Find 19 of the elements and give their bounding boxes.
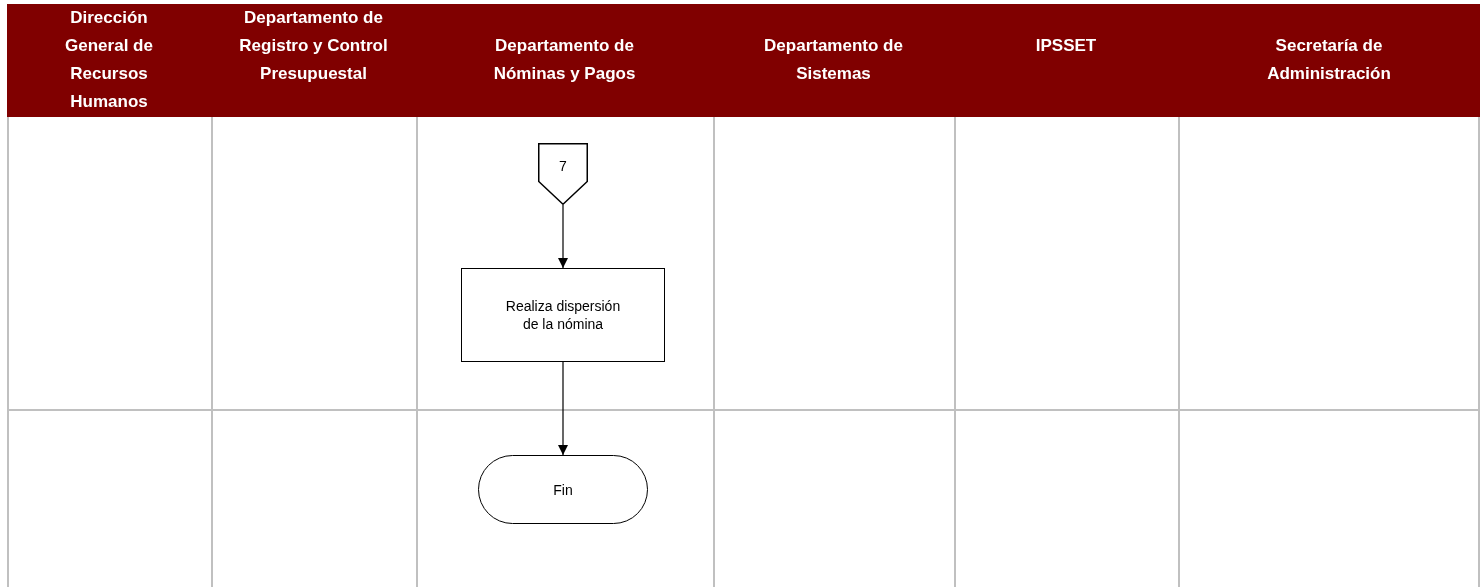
swimlane xyxy=(7,4,211,587)
shape-label: Fin xyxy=(553,480,573,499)
process-box xyxy=(461,268,665,362)
lane-header: Secretaría de Administración xyxy=(1266,35,1392,85)
swimlane xyxy=(1178,4,1480,587)
arrow xyxy=(558,361,568,456)
lane-header: Dirección General de Recursos Humanos xyxy=(64,7,154,113)
arrow xyxy=(558,204,568,269)
lane-header: Departamento de Registro y Control Presupuestal xyxy=(238,7,389,85)
swimlane xyxy=(713,4,954,587)
swimlane xyxy=(416,4,713,587)
lane-header: IPSSET xyxy=(1034,35,1098,57)
lane-header: Departamento de Sistemas xyxy=(763,35,904,85)
shape-label: Realiza dispersión de la nómina xyxy=(504,297,622,333)
lane-header: Departamento de Nóminas y Pagos xyxy=(492,35,637,85)
shape-label: 7 xyxy=(559,157,567,175)
off-page-connector xyxy=(538,143,588,205)
swimlane xyxy=(211,4,416,587)
swimlane xyxy=(954,4,1178,587)
